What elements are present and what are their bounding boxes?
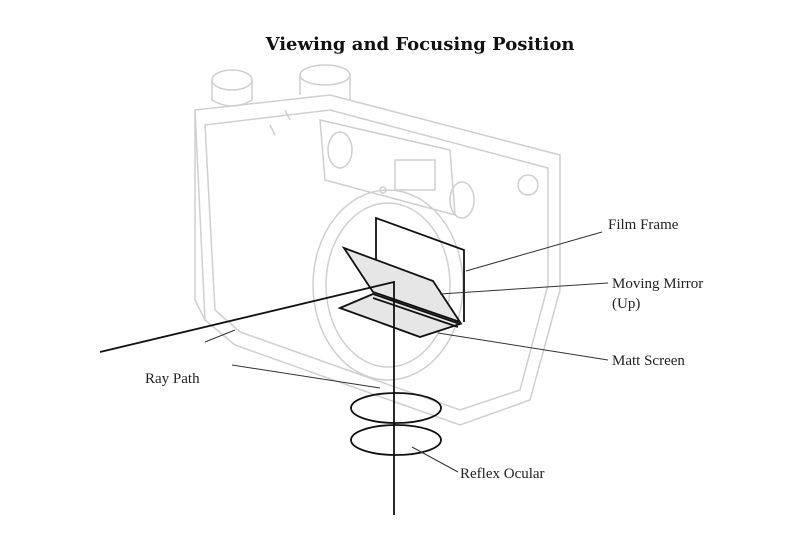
diagram-title: Viewing and Focusing Position — [265, 34, 575, 55]
label-moving-mirror: Moving Mirror — [612, 276, 703, 292]
leader-lines — [204, 231, 609, 473]
camera-body-outline — [194, 64, 561, 426]
label-film-frame: Film Frame — [608, 217, 679, 233]
label-ray-path: Ray Path — [145, 371, 200, 387]
moving-mirror-shape — [341, 246, 463, 324]
label-matt-screen: Matt Screen — [612, 353, 685, 369]
ray-path-line — [99, 280, 395, 515]
label-reflex-ocular: Reflex Ocular — [460, 466, 545, 482]
film-frame-shape — [375, 216, 465, 322]
reflex-ocular-lenses — [350, 392, 442, 456]
label-moving-mirror-state: (Up) — [612, 296, 640, 312]
